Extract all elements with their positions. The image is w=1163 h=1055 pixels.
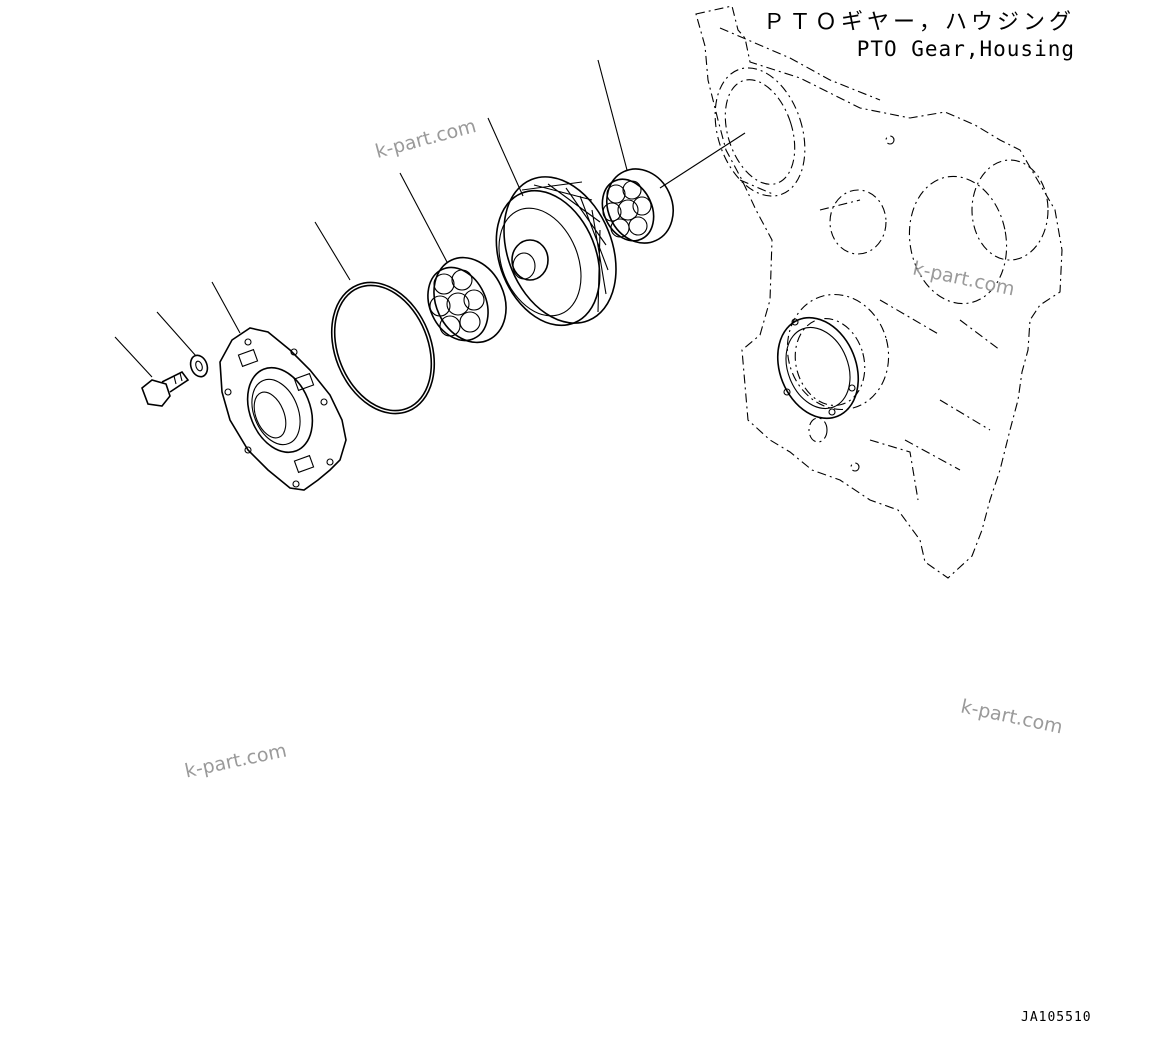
- housing-seal-ring: [776, 316, 860, 420]
- title-japanese: ＰＴＯギヤー，ハウジング: [762, 10, 1075, 35]
- o-ring: [314, 221, 436, 415]
- bearing-middle: [399, 172, 507, 344]
- pto-gear: [487, 117, 617, 327]
- cover-plate: [211, 281, 347, 491]
- bolt: [114, 336, 190, 407]
- drawing-number: JA105510: [1021, 1010, 1092, 1025]
- bearing-right: [597, 59, 746, 244]
- title-english: PTO Gear,Housing: [856, 37, 1075, 61]
- title-block: ＰＴＯギヤー，ハウジング PTO Gear,Housing: [763, 10, 1075, 62]
- washer: [156, 311, 209, 378]
